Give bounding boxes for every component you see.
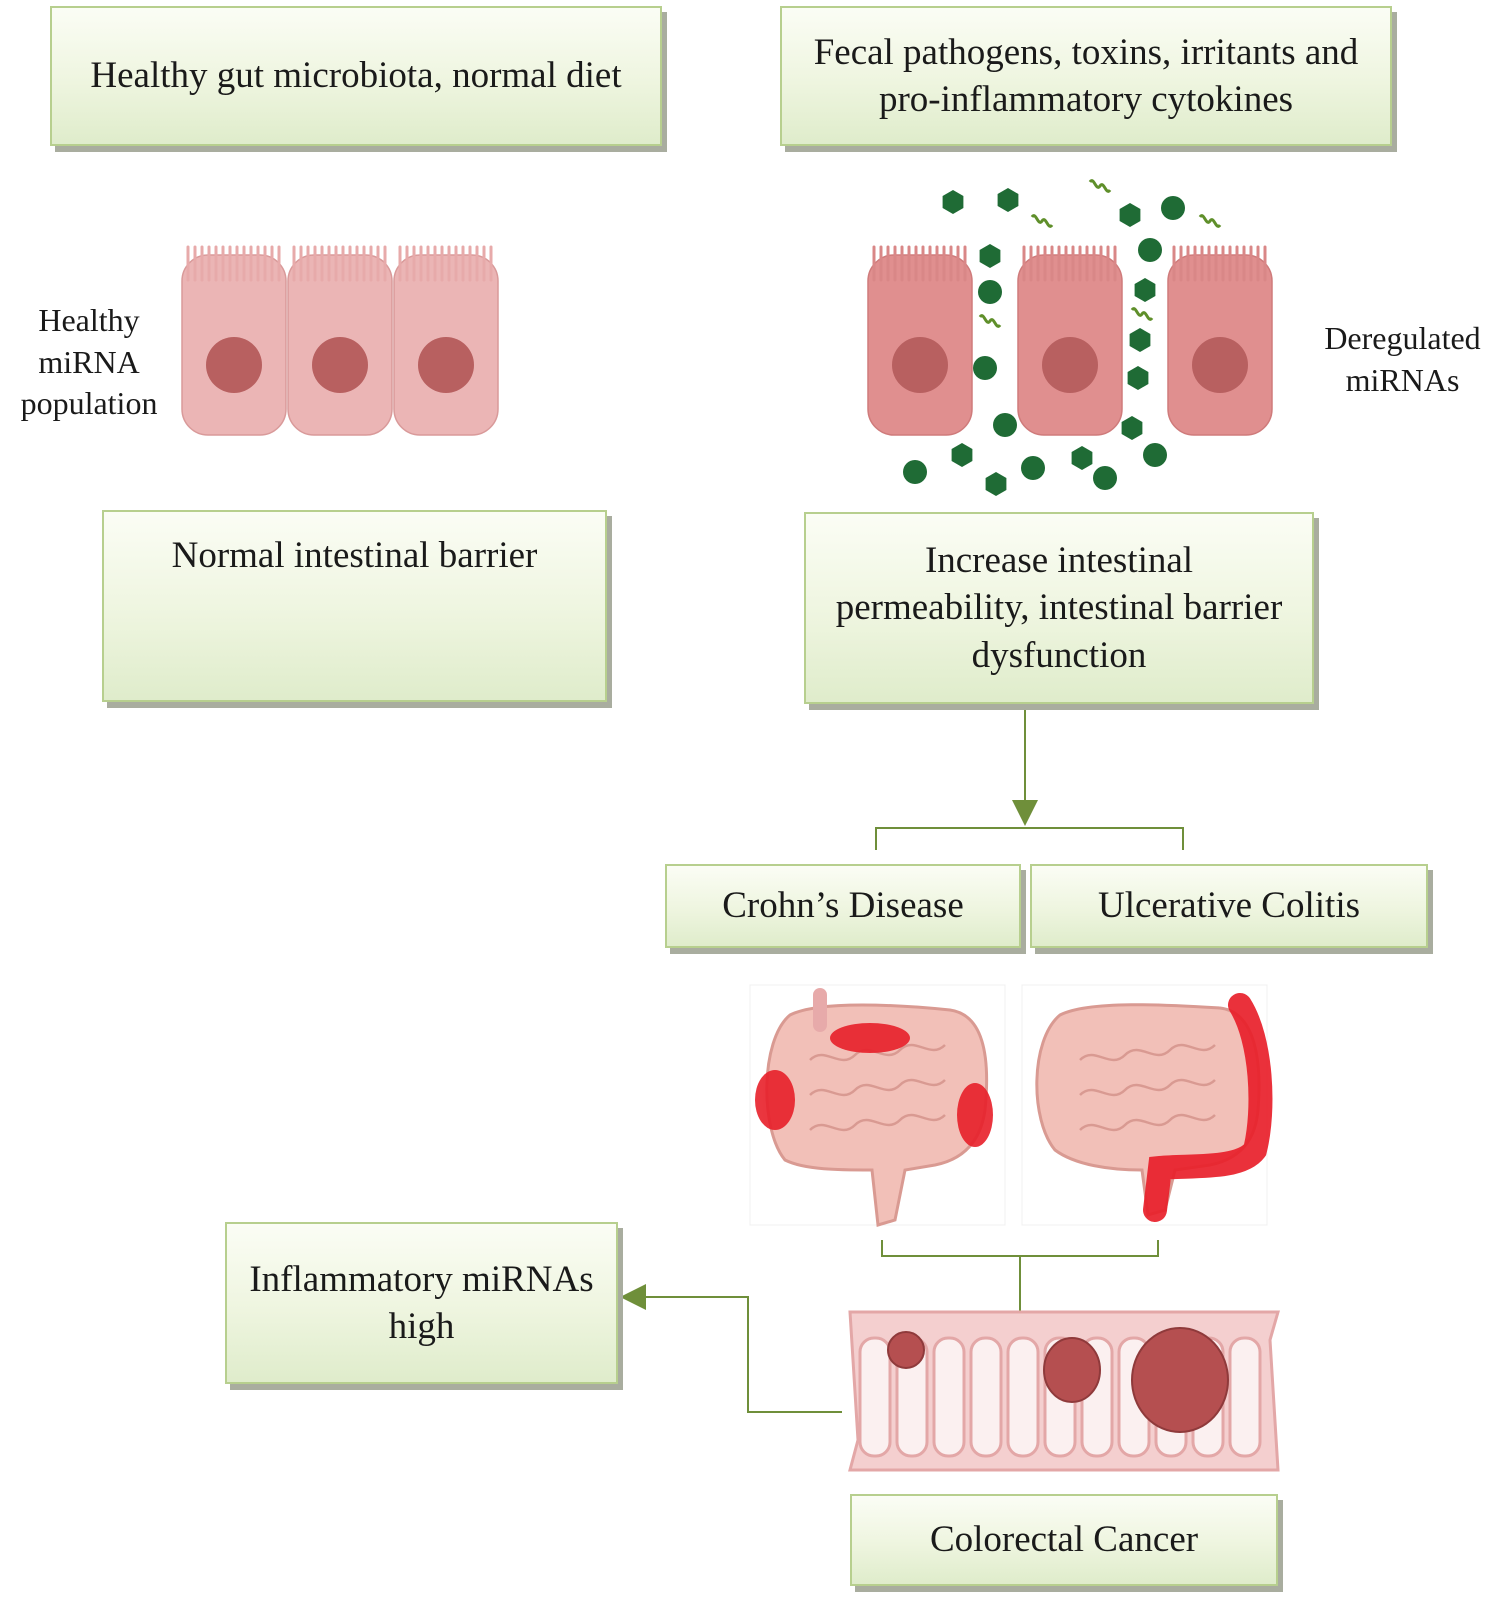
pathogen-hexagon [1121, 416, 1143, 440]
box-ulcerative-colitis: Ulcerative Colitis [1030, 864, 1428, 948]
colon-crypt [969, 1336, 1003, 1458]
colorectal-tissue-illustration [848, 1310, 1280, 1472]
cytokine-squiggles [978, 179, 1222, 328]
box-fecal-pathogens-text: Fecal pathogens, toxins, irritants and p… [813, 31, 1359, 120]
pathogen-hexagon [942, 190, 964, 214]
pathogen-hexagon [951, 443, 973, 467]
arrowhead-down [1012, 800, 1038, 826]
cytokine-squiggle [1030, 214, 1054, 228]
arrow-permeability-to-diseases [875, 710, 1184, 850]
healthy-epithelium-illustration [181, 245, 499, 436]
pathogen-dot [1143, 443, 1167, 467]
box-healthy-gut-text: Healthy gut microbiota, normal diet [90, 55, 622, 97]
box-inflammatory-mirnas: Inflammatory miRNAs high [225, 1222, 618, 1384]
box-colorectal-cancer-text: Colorectal Cancer [929, 1519, 1199, 1561]
arrowhead-left [620, 1284, 646, 1310]
pathogen-hexagon [1134, 278, 1156, 302]
pathogen-dot [1021, 456, 1045, 480]
crohns-colon-illustration [749, 984, 1006, 1227]
pathogen-hexagon [1127, 366, 1149, 390]
connector-diseases-to-cancer [881, 1240, 1159, 1312]
arrow-cancer-to-inflammatory [646, 1296, 842, 1413]
pathogen-hexagon [985, 472, 1007, 496]
pathogen-hexagon [1119, 203, 1141, 227]
pathogen-dot [903, 460, 927, 484]
box-healthy-gut: Healthy gut microbiota, normal diet [50, 6, 662, 146]
damaged-epithelium-illustration [867, 179, 1273, 496]
pathogen-dot [993, 413, 1017, 437]
label-deregulated-mirnas: Deregulated miRNAs [1324, 320, 1481, 398]
pathogen-dot [1138, 238, 1162, 262]
cytokine-squiggle [1198, 214, 1222, 228]
pathogen-particles [903, 188, 1185, 496]
pathogen-hexagon [1071, 446, 1093, 470]
box-increased-permeability: Increase intestinal permeability, intest… [804, 512, 1314, 704]
colon-crypt [1006, 1336, 1040, 1458]
cytokine-squiggle [978, 314, 1002, 328]
box-inflammatory-mirnas-text: Inflammatory miRNAs high [249, 1258, 594, 1347]
label-healthy-mirna: Healthy miRNA population [20, 302, 158, 422]
box-normal-barrier: Normal intestinal barrier [102, 510, 607, 702]
colon-crypt [932, 1336, 966, 1458]
pathogen-hexagon [979, 244, 1001, 268]
box-ulcerative-colitis-text: Ulcerative Colitis [1097, 885, 1361, 927]
ulcerative-colitis-colon-illustration [1021, 984, 1273, 1226]
box-normal-barrier-text: Normal intestinal barrier [171, 535, 538, 576]
box-colorectal-cancer: Colorectal Cancer [850, 1494, 1278, 1586]
pathogen-dot [973, 356, 997, 380]
pathogen-hexagon [997, 188, 1019, 212]
pathogen-dot [978, 280, 1002, 304]
pathogen-dot [1093, 466, 1117, 490]
cytokine-squiggle [1130, 307, 1154, 321]
cytokine-squiggle [1088, 179, 1112, 193]
colon-crypt [1228, 1336, 1262, 1458]
box-crohns-disease-text: Crohn’s Disease [722, 885, 964, 927]
pathogen-dot [1161, 196, 1185, 220]
box-increased-permeability-text: Increase intestinal permeability, intest… [835, 539, 1283, 676]
pathogen-hexagon [1129, 328, 1151, 352]
box-fecal-pathogens: Fecal pathogens, toxins, irritants and p… [780, 6, 1392, 146]
box-crohns-disease: Crohn’s Disease [665, 864, 1021, 948]
colon-crypt [858, 1336, 892, 1458]
